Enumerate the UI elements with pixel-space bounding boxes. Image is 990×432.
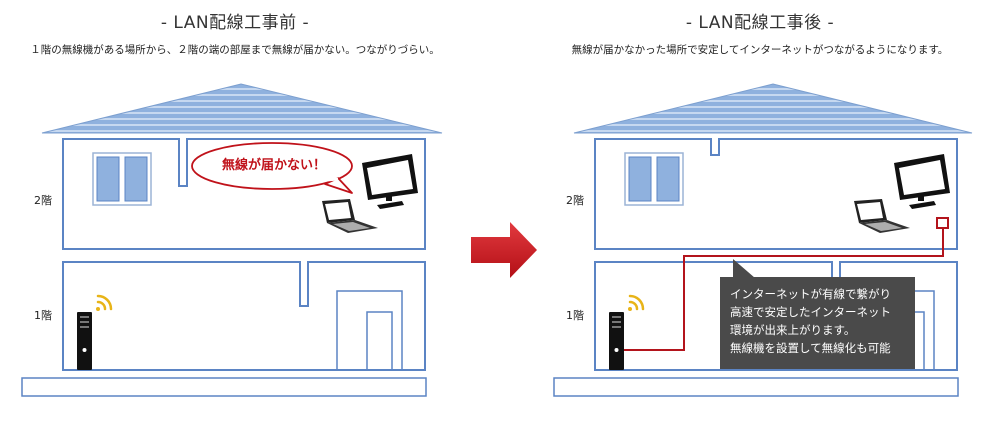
- after-title: - LAN配線工事後 -: [685, 13, 835, 33]
- roof: [41, 83, 443, 134]
- house-after: [553, 83, 973, 397]
- callout-line: 高速で安定したインターネット: [730, 305, 891, 319]
- before-floor2-label: 2階: [34, 194, 52, 207]
- window-icon: [624, 152, 684, 206]
- after-floor2-label: 2階: [566, 194, 584, 207]
- arrow-right-icon: [471, 222, 537, 278]
- laptop-icon: [322, 199, 378, 233]
- floor1-walls: [62, 261, 426, 371]
- callout-line: 無線機を設置して無線化も可能: [730, 341, 891, 355]
- roof: [573, 83, 973, 134]
- monitor-icon: [362, 154, 418, 209]
- after-floor1-label: 1階: [566, 309, 584, 322]
- monitor-icon: [894, 154, 950, 209]
- lan-port-icon: [936, 217, 949, 229]
- ground: [21, 377, 427, 397]
- callout-line: インターネットが有線で繋がり: [730, 287, 891, 301]
- window-icon: [92, 152, 152, 206]
- floor2-walls: [594, 138, 958, 250]
- wifi-signal-icon: [628, 294, 645, 311]
- floor2-walls: [62, 138, 426, 250]
- after-subtitle: 無線が届かなかった場所で安定してインターネットがつながるようになります。: [571, 44, 949, 56]
- house-before: [21, 83, 443, 397]
- before-subtitle: １階の無線機がある場所から、２階の端の部屋まで無線が届かない。つながりづらい。: [30, 44, 440, 56]
- before-title: - LAN配線工事前 -: [160, 13, 310, 33]
- ground: [553, 377, 959, 397]
- wifi-signal-icon: [96, 294, 113, 311]
- router-icon: [77, 312, 92, 370]
- router-icon: [609, 312, 624, 370]
- callout-line: 環境が出来上がります。: [730, 323, 856, 337]
- callout-box: インターネットが有線で繋がり 高速で安定したインターネット 環境が出来上がります…: [720, 277, 915, 369]
- lan-cable: [622, 226, 944, 351]
- callout-pointer: [733, 259, 755, 278]
- laptop-icon: [854, 199, 910, 233]
- speech-bubble: [191, 142, 353, 194]
- before-floor1-label: 1階: [34, 309, 52, 322]
- speech-bubble-text: 無線が届かない！: [221, 158, 326, 173]
- floor1-walls: [594, 261, 958, 371]
- door: [366, 311, 393, 371]
